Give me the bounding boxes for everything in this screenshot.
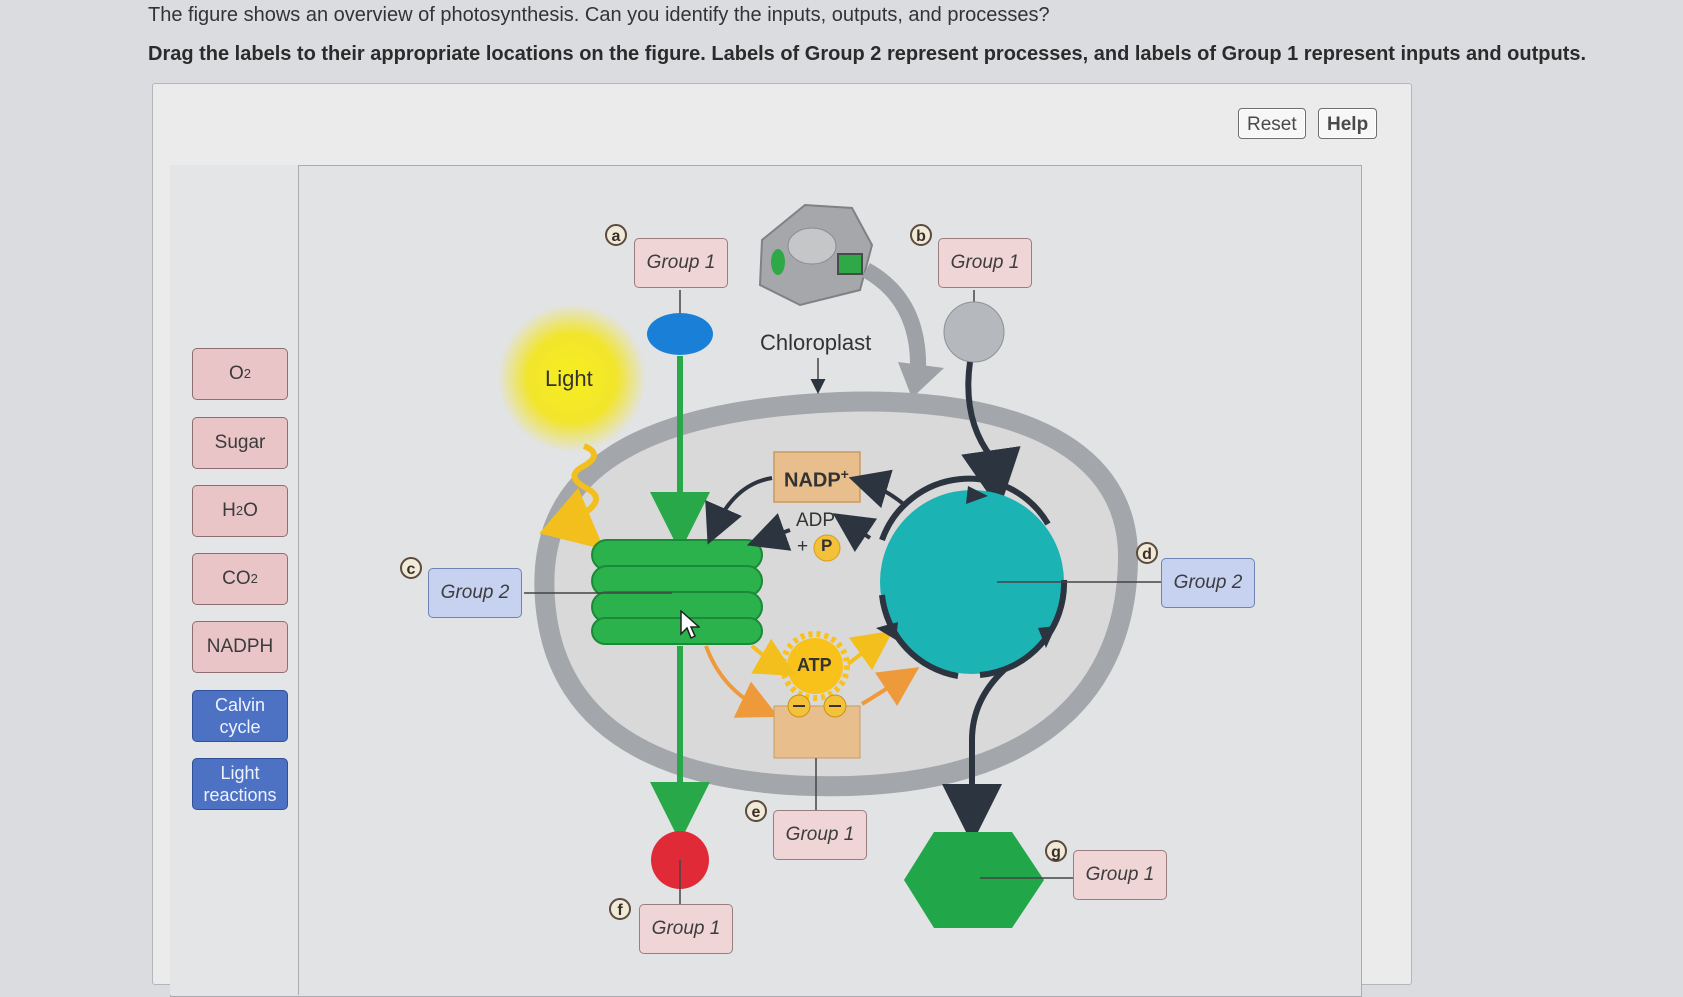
arrow-adp-to-thylakoid	[746, 513, 792, 551]
reset-button[interactable]: Reset	[1238, 108, 1306, 139]
arrow-calvin-to-adp	[832, 513, 878, 552]
chip-co2-text: CO	[222, 568, 251, 589]
question-instruction: Drag the labels to their appropriate loc…	[148, 43, 1587, 65]
marker-a: a	[605, 224, 627, 246]
input-circle-b	[943, 301, 1005, 363]
marker-d: d	[1136, 542, 1158, 564]
chip-h2o-o: O	[243, 500, 258, 521]
arrow-thylakoid-to-nadph	[704, 645, 779, 718]
chip-calvin-cycle[interactable]: Calvin cycle	[192, 690, 288, 742]
arrow-co2-to-calvin	[961, 361, 1021, 510]
zoom-arrow-head	[898, 362, 944, 398]
drop-target-c[interactable]: Group 2	[428, 568, 522, 618]
arrow-calvin-to-sugar	[942, 667, 1007, 844]
plus-sign: +	[797, 536, 809, 557]
chip-o2-subscript: 2	[243, 366, 251, 381]
chip-nadph[interactable]: NADPH	[192, 621, 288, 673]
question-prompt: The figure shows an overview of photosyn…	[148, 4, 1050, 26]
drop-target-a[interactable]: Group 1	[634, 238, 728, 288]
nadp-label: NADP+	[784, 466, 849, 493]
light-label: Light	[545, 366, 593, 391]
arrow-thylakoid-to-atp	[750, 638, 796, 676]
marker-b: b	[910, 224, 932, 246]
thylakoid-stack	[591, 539, 763, 645]
nadph-box	[773, 705, 861, 759]
chip-sugar[interactable]: Sugar	[192, 417, 288, 469]
zoom-arrow	[861, 263, 927, 371]
mouse-cursor-icon	[680, 610, 700, 640]
arrow-nadp-to-thylakoid	[705, 476, 773, 545]
drop-target-f[interactable]: Group 1	[639, 904, 733, 954]
chip-h2o-subscript: 2	[235, 503, 244, 518]
drop-target-d[interactable]: Group 2	[1161, 558, 1255, 608]
atp-label: ATP	[797, 655, 832, 675]
chip-co2-subscript: 2	[250, 571, 258, 586]
nadp-text: NADP	[784, 469, 841, 492]
chip-light-reactions[interactable]: Light reactions	[192, 758, 288, 810]
drop-target-e[interactable]: Group 1	[773, 810, 867, 860]
output-hexagon-g	[904, 832, 1044, 928]
adp-label: ADP	[796, 510, 836, 531]
nadp-superscript: +	[840, 466, 849, 482]
atp-starburst	[780, 631, 850, 701]
leaf-cell-icon	[758, 203, 874, 307]
calvin-cycle-ring	[879, 475, 1068, 679]
help-button[interactable]: Help	[1318, 108, 1378, 139]
sun-glow	[498, 304, 646, 452]
calvin-cycle-circle	[880, 490, 1064, 674]
light-ray	[539, 443, 605, 550]
marker-c: c	[400, 557, 422, 579]
photosynthesis-diagram	[498, 203, 1163, 928]
chloroplast-label: Chloroplast	[760, 330, 872, 355]
arrow-atp-to-calvin	[846, 630, 894, 671]
phosphate-label: P	[821, 536, 833, 555]
phosphate-circle	[813, 534, 841, 562]
input-oval-a	[647, 313, 713, 355]
drop-target-b[interactable]: Group 1	[938, 238, 1032, 288]
chip-h2o-h: H	[222, 500, 236, 521]
marker-f: f	[609, 898, 631, 920]
arrow-nadph-to-calvin	[860, 667, 920, 706]
marker-e: e	[745, 800, 767, 822]
marker-g: g	[1045, 840, 1067, 862]
drop-target-g[interactable]: Group 1	[1073, 850, 1167, 900]
chip-o2-text: O	[228, 363, 244, 384]
